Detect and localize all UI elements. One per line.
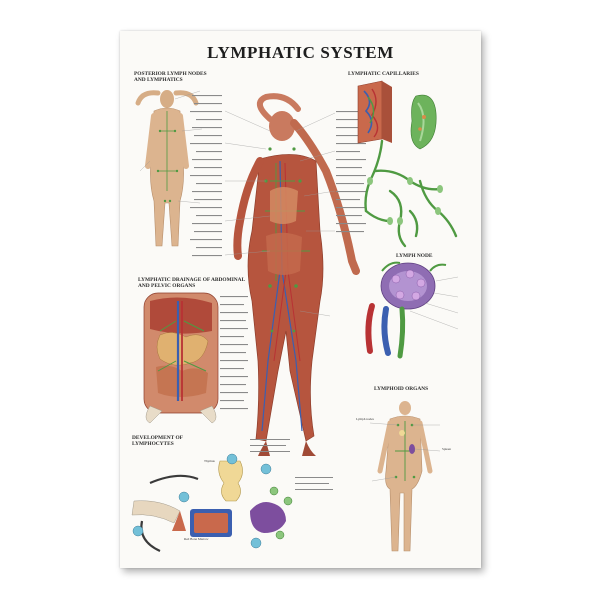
posterior-figure — [135, 90, 203, 247]
label-spleen: Spleen — [442, 447, 451, 451]
poster-title: LYMPHATIC SYSTEM — [207, 43, 394, 62]
label-thymus: Thymus — [204, 459, 215, 463]
lymph-node-illustration — [365, 261, 459, 359]
section-title-drainage: LYMPHATIC DRAINAGE OF ABDOMINAL AND PELV… — [138, 277, 245, 289]
abdominal-drainage-illustration — [143, 292, 248, 424]
section-title-lymph-node: LYMPH NODE — [396, 253, 433, 259]
poster: LYMPHATIC SYSTEM POSTERIOR LYMPH NODES A… — [120, 31, 481, 568]
development-of-lymphocytes-illustration — [131, 439, 333, 553]
section-title-development: DEVELOPMENT OF LYMPHOCYTES — [132, 435, 183, 447]
label-red-bone-marrow: Red Bone Marrow — [184, 537, 209, 541]
central-figure — [224, 93, 360, 456]
lymphatic-capillaries-illustration — [357, 80, 458, 248]
lymphoid-organs-illustration — [369, 401, 441, 552]
label-lymph-nodes: Lymph nodes — [356, 417, 374, 421]
section-title-posterior: POSTERIOR LYMPH NODES AND LYMPHATICS — [134, 71, 207, 83]
section-title-capillaries: LYMPHATIC CAPILLARIES — [348, 71, 419, 77]
lymph-label-columns — [190, 95, 366, 257]
section-title-lymphoid-organs: LYMPHOID ORGANS — [374, 386, 429, 392]
poster-artwork — [131, 80, 459, 553]
